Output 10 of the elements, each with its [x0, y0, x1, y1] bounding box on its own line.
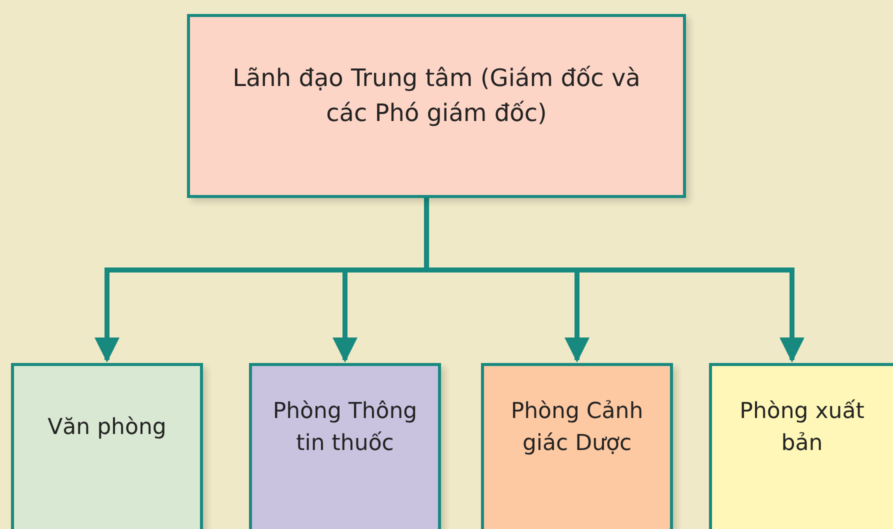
box-label: Văn phòng: [48, 414, 166, 442]
box-label: Phòng xuất bản: [738, 398, 866, 458]
department-box: [249, 363, 441, 529]
box-label: Lãnh đạo Trung tâm (Giám đốc và các Phó giám đốc): [232, 63, 642, 129]
department-box: [11, 363, 203, 529]
department-box: [709, 363, 893, 529]
department-box: [481, 363, 673, 529]
box-label: Phòng Thông tin thuốc: [272, 398, 418, 458]
leadership-box: [187, 14, 686, 198]
box-label: Phòng Cảnh giác Dược: [510, 398, 644, 458]
